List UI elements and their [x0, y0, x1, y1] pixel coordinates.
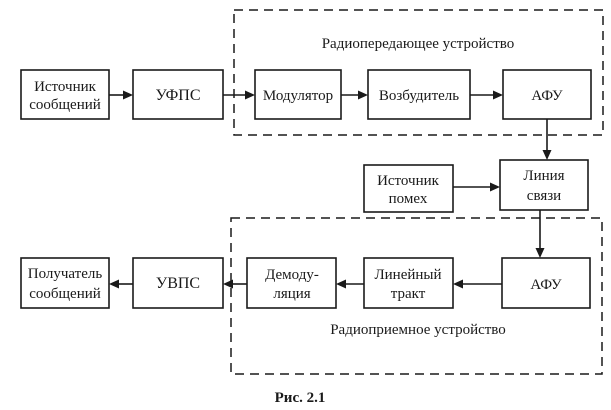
block-linear-path-line1: Линейный [374, 267, 441, 283]
arrow-comm-line-to-afu-rx [535, 210, 545, 258]
block-ufps-label: УФПС [155, 87, 200, 104]
block-afu-rx: АФУ [501, 257, 591, 309]
block-comm-line-line2: связи [527, 188, 561, 204]
block-ufps: УФПС [132, 69, 224, 120]
block-afu-tx: АФУ [502, 69, 592, 120]
block-noise-source-line1: Источник [377, 173, 440, 189]
block-afu-tx-label: АФУ [531, 88, 563, 104]
block-modulator-label: Модулятор [263, 88, 333, 104]
block-linear-path-line2: тракт [391, 286, 426, 302]
block-noise-source-line2: помех [389, 191, 428, 207]
block-uvps: УВПС [132, 257, 224, 309]
arrow-exciter-to-afu [470, 90, 503, 100]
figure-caption: Рис. 2.1 [275, 390, 326, 406]
block-comm-line: Линия связи [499, 159, 589, 211]
block-linear-path: Линейный тракт [363, 257, 454, 309]
block-message-receiver-line1: Получатель [28, 266, 103, 282]
block-uvps-label: УВПС [156, 275, 200, 292]
transmitter-group: Радиопередающее устройство [233, 9, 604, 136]
block-noise-source: Источник помех [363, 164, 454, 213]
arrow-demodulation-to-uvps [223, 279, 247, 289]
block-message-source-line1: Источник [34, 79, 97, 95]
block-modulator: Модулятор [254, 69, 342, 120]
arrow-modulator-to-exciter [341, 90, 368, 100]
arrow-afu-to-linear-path [453, 279, 502, 289]
arrow-noise-to-comm-line [453, 182, 500, 192]
receiver-group: Радиоприемное устройство [230, 217, 603, 375]
block-message-source: Источник сообщений [20, 69, 110, 120]
arrow-afu-to-comm-line [542, 119, 552, 160]
block-demodulation-line2: ляция [273, 286, 310, 302]
arrow-uvps-to-receiver [109, 279, 133, 289]
block-exciter-label: Возбудитель [379, 88, 459, 104]
block-message-source-line2: сообщений [29, 97, 101, 113]
transmitter-title: Радиопередающее устройство [322, 36, 515, 52]
receiver-dashed-border [230, 217, 603, 375]
arrow-source-to-ufps [109, 90, 133, 100]
block-exciter: Возбудитель [367, 69, 471, 120]
arrow-linear-path-to-demodulation [336, 279, 364, 289]
block-message-receiver-line2: сообщений [29, 286, 101, 302]
transmitter-dashed-border [233, 9, 604, 136]
block-comm-line-line1: Линия [523, 168, 564, 184]
block-demodulation-line1: Демоду- [265, 267, 319, 283]
block-message-receiver: Получатель сообщений [20, 257, 110, 309]
block-afu-rx-label: АФУ [530, 277, 562, 293]
block-demodulation: Демоду- ляция [246, 257, 337, 309]
arrow-ufps-to-modulator [223, 90, 255, 100]
receiver-title: Радиоприемное устройство [330, 322, 506, 338]
